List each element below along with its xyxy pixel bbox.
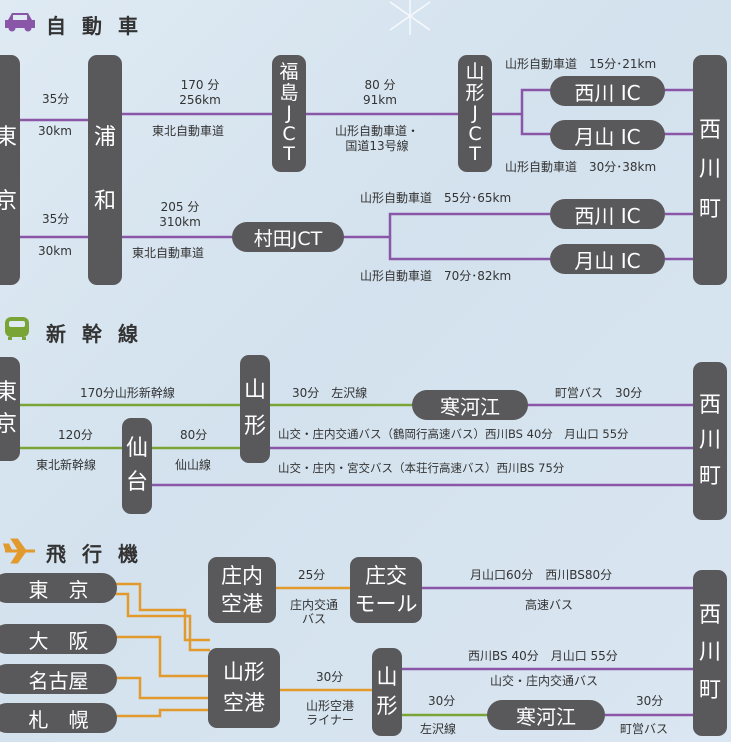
plane-label: バス [301, 612, 326, 626]
plane-label: 高速バス [525, 598, 574, 612]
plane-label: 30分 [428, 694, 456, 708]
car-murata-jct-node: 村田JCT [232, 222, 344, 252]
car-tokyo-node: 東京 [0, 55, 20, 285]
plane-osaka-node: 大 阪 [0, 624, 117, 654]
car-section-title: 自動車 [46, 14, 154, 38]
car-label: 山形自動車道 15分･21km [505, 57, 657, 71]
car-label: 205 分 [160, 200, 200, 214]
plane-label: 山交・庄内交通バス [490, 674, 599, 688]
car-label: 山形自動車道 70分･82km [360, 269, 512, 283]
shinkansen-label: 30分 左沢線 [292, 386, 368, 400]
car-label: 35分 [42, 92, 70, 106]
car-nishikawa-ic-top: 西川 IC [550, 76, 665, 106]
car-label: 国道13号線 [345, 139, 409, 153]
shinkansen-section-title: 新幹線 [46, 322, 154, 346]
shinkansen-sagae-node: 寒河江 [412, 390, 528, 420]
plane-label: 30分 [316, 670, 344, 684]
plane-section-title: 飛行機 [46, 542, 154, 566]
shinkansen-label: 山交・庄内・宮交バス（本荘行高速バス）西川BS 75分 [278, 461, 565, 475]
car-urawa-node: 浦和 [88, 55, 122, 285]
car-label: 山形自動車道 55分･65km [360, 191, 512, 205]
plane-nagoya-node: 名古屋 [0, 664, 117, 694]
train-icon [3, 315, 31, 341]
plane-yamagata-airport-node: 山形空港 [208, 648, 280, 728]
shinkansen-tokyo-node: 東京 [0, 357, 20, 461]
plane-label: 庄内交通 [289, 598, 338, 612]
plane-sagae-node: 寒河江 [487, 700, 605, 730]
plane-shokou-mall-node: 庄交モール [350, 557, 422, 623]
plane-tokyo-node: 東 京 [0, 573, 117, 603]
shinkansen-sendai-node: 仙台 [122, 418, 152, 514]
plane-yamagata-node: 山形 [372, 648, 402, 736]
car-label: 256km [179, 93, 221, 107]
car-label: 東北自動車道 [132, 246, 205, 260]
shinkansen-label: 町営バス 30分 [555, 386, 643, 400]
plane-shonai-airport-node: 庄内空港 [208, 557, 276, 623]
car-label: 東北自動車道 [152, 124, 225, 138]
car-label: 30km [38, 244, 72, 258]
car-gassan-ic-bottom: 月山 IC [550, 244, 665, 274]
car-label: 91km [363, 93, 397, 107]
airplane-icon [2, 538, 37, 564]
plane-label: 30分 [636, 694, 664, 708]
shinkansen-label: 仙山線 [175, 458, 212, 472]
car-label: 80 分 [364, 78, 396, 92]
shinkansen-yamagata-node: 山形 [240, 355, 270, 463]
plane-label: 月山口60分 西川BS80分 [470, 568, 613, 582]
plane-sapporo-node: 札 幌 [0, 703, 117, 733]
car-label: 35分 [42, 212, 70, 226]
car-icon [3, 10, 37, 32]
plane-label: 山形空港 [305, 699, 354, 713]
plane-label: 25分 [298, 568, 326, 582]
car-gassan-ic-top: 月山 IC [550, 120, 665, 150]
shinkansen-label: 170分山形新幹線 [80, 386, 175, 400]
car-label: 山形自動車道 30分･38km [505, 160, 657, 174]
plane-label: 西川BS 40分 月山口 55分 [468, 649, 618, 663]
shinkansen-label: 山交・庄内交通バス（鶴岡行高速バス）西川BS 40分 月山口 55分 [278, 427, 629, 441]
car-label: 310km [159, 215, 201, 229]
car-nishikawa-ic-bottom: 西川 IC [550, 199, 665, 229]
plane-label: 左沢線 [420, 722, 457, 736]
snowflake-icon [389, 0, 431, 35]
car-nishikawa-node: 西川町 [693, 55, 727, 285]
plane-label: ライナー [306, 713, 354, 727]
car-label: 170 分 [180, 78, 220, 92]
shinkansen-nishikawa-node: 西川町 [693, 362, 727, 520]
car-label: 30km [38, 124, 72, 138]
plane-nishikawa-node: 西川町 [693, 570, 727, 736]
shinkansen-label: 120分 [58, 428, 93, 442]
shinkansen-label: 東北新幹線 [36, 458, 97, 472]
car-label: 山形自動車道・ [334, 124, 419, 138]
shinkansen-label: 80分 [180, 428, 208, 442]
plane-label: 町営バス [620, 722, 669, 736]
